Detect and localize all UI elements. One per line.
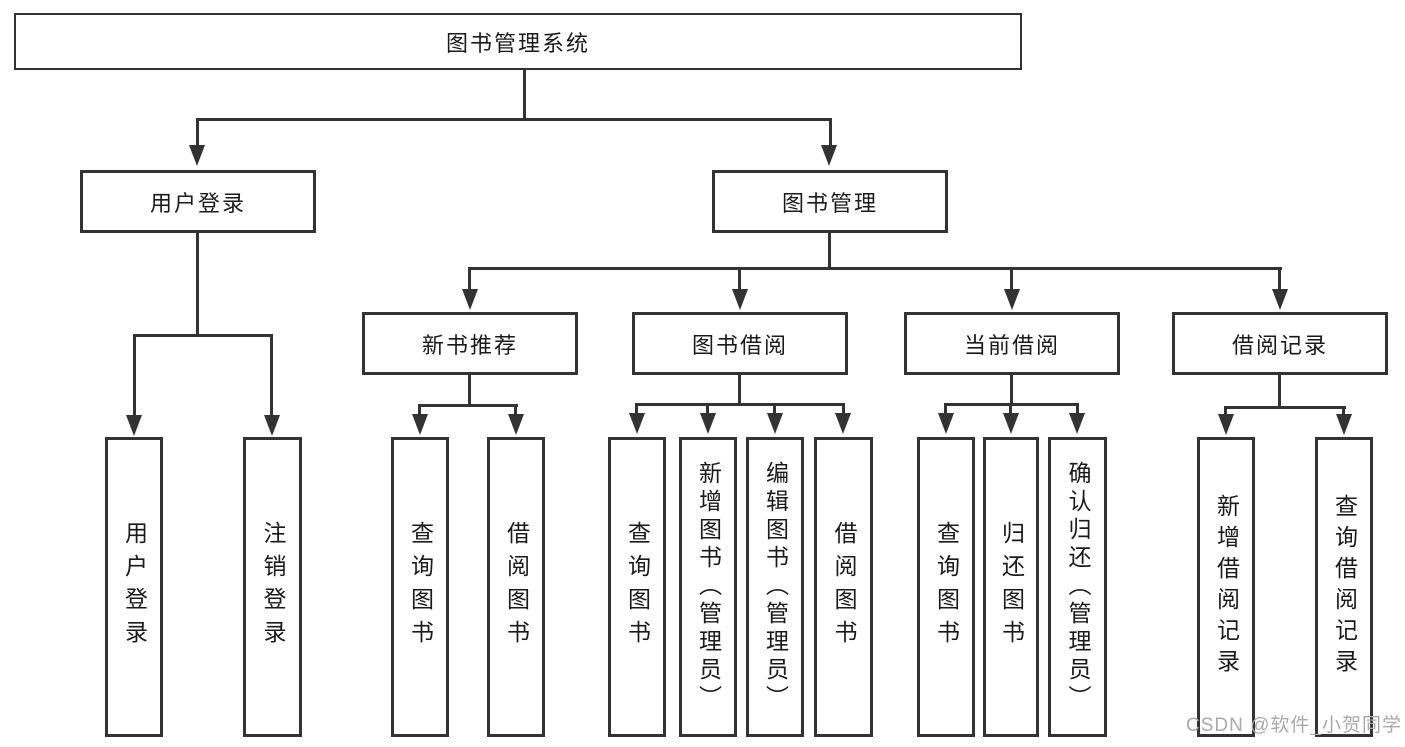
connector-line xyxy=(523,70,526,118)
node-label: 借阅图书 xyxy=(503,521,530,653)
node-borrow-books-recommend: 借阅图书 xyxy=(487,437,545,737)
arrow-down-icon xyxy=(767,413,783,434)
connector-line xyxy=(1010,267,1013,290)
connector-line xyxy=(270,334,273,416)
connector-line xyxy=(468,375,471,406)
connector-line xyxy=(1342,406,1345,415)
arrow-down-icon xyxy=(1003,413,1019,434)
node-current-borrowing: 当前借阅 xyxy=(904,312,1120,375)
arrow-down-icon xyxy=(821,145,837,166)
node-label: 借阅图书 xyxy=(831,521,857,653)
arrow-down-icon xyxy=(835,413,851,434)
node-query-borrow-record: 查询借阅记录 xyxy=(1315,437,1373,737)
connector-line xyxy=(468,267,471,290)
connector-line xyxy=(1278,375,1281,408)
node-confirm-return-admin: 确认归还（管理员） xyxy=(1048,437,1107,737)
connector-line xyxy=(635,403,638,414)
connector-line xyxy=(706,403,709,414)
node-label: 用户登录 xyxy=(121,521,148,653)
node-label: 查询图书 xyxy=(933,521,960,653)
node-label: 查询借阅记录 xyxy=(1331,494,1358,680)
connector-line xyxy=(196,118,199,148)
connector-line xyxy=(738,375,741,405)
node-new-book-recommendation: 新书推荐 xyxy=(362,312,578,375)
node-logout-leaf: 注销登录 xyxy=(243,437,302,737)
connector-line xyxy=(1009,403,1012,414)
arrow-down-icon xyxy=(1004,289,1020,310)
connector-line xyxy=(842,403,845,414)
watermark: CSDN @软件_小贺同学 xyxy=(1186,715,1402,736)
arrow-down-icon xyxy=(629,413,645,434)
arrow-down-icon xyxy=(700,413,716,434)
connector-line xyxy=(514,404,517,415)
node-label: 新增图书（管理员） xyxy=(695,461,722,713)
connector-line xyxy=(133,334,136,416)
node-label: 归还图书 xyxy=(998,521,1025,653)
arrow-down-icon xyxy=(462,289,478,310)
node-borrowing-records: 借阅记录 xyxy=(1172,312,1388,375)
connector-line xyxy=(1224,406,1227,415)
connector-line xyxy=(418,404,421,415)
connector-line xyxy=(773,403,776,414)
node-edit-books-admin: 编辑图书（管理员） xyxy=(746,437,804,737)
node-query-books-current: 查询图书 xyxy=(917,437,975,737)
connector-line xyxy=(944,403,947,414)
arrow-down-icon xyxy=(508,414,524,435)
node-borrow-books-leaf: 借阅图书 xyxy=(814,437,873,737)
arrow-down-icon xyxy=(938,413,954,434)
node-label: 查询图书 xyxy=(407,521,434,653)
arrow-down-icon xyxy=(412,414,428,435)
node-user-login-leaf: 用户登录 xyxy=(105,437,163,737)
connector-line xyxy=(1010,375,1013,405)
arrow-down-icon xyxy=(264,415,280,436)
node-book-management: 图书管理 xyxy=(712,170,948,233)
connector-line xyxy=(1076,403,1079,414)
node-label: 查询图书 xyxy=(624,521,651,653)
node-library-management-system: 图书管理系统 xyxy=(14,13,1022,70)
node-label: 注销登录 xyxy=(260,521,286,653)
connector-line xyxy=(829,118,832,148)
arrow-down-icon xyxy=(1069,413,1085,434)
connector-line xyxy=(418,404,518,407)
connector-line xyxy=(196,118,832,121)
connector-line xyxy=(828,233,831,269)
connector-line xyxy=(133,334,273,337)
node-add-books-admin: 新增图书（管理员） xyxy=(679,437,737,737)
connector-line xyxy=(1278,267,1281,290)
connector-line xyxy=(635,403,845,406)
node-return-books: 归还图书 xyxy=(983,437,1039,737)
arrow-down-icon xyxy=(1336,414,1352,435)
connector-line xyxy=(468,267,1282,270)
arrow-down-icon xyxy=(189,145,205,166)
connector-line xyxy=(1224,406,1346,409)
node-add-borrow-record: 新增借阅记录 xyxy=(1197,437,1255,737)
arrow-down-icon xyxy=(732,289,748,310)
node-user-login: 用户登录 xyxy=(80,170,316,233)
node-query-books-recommend: 查询图书 xyxy=(391,437,449,737)
connector-line xyxy=(738,267,741,290)
node-label: 新增借阅记录 xyxy=(1213,494,1240,680)
connector-line xyxy=(196,233,199,336)
node-label: 确认归还（管理员） xyxy=(1065,461,1091,713)
arrow-down-icon xyxy=(126,415,142,436)
arrow-down-icon xyxy=(1218,414,1234,435)
node-label: 编辑图书（管理员） xyxy=(762,461,789,713)
arrow-down-icon xyxy=(1272,289,1288,310)
node-query-books-borrowing: 查询图书 xyxy=(608,437,666,737)
node-book-borrowing: 图书借阅 xyxy=(632,312,848,375)
